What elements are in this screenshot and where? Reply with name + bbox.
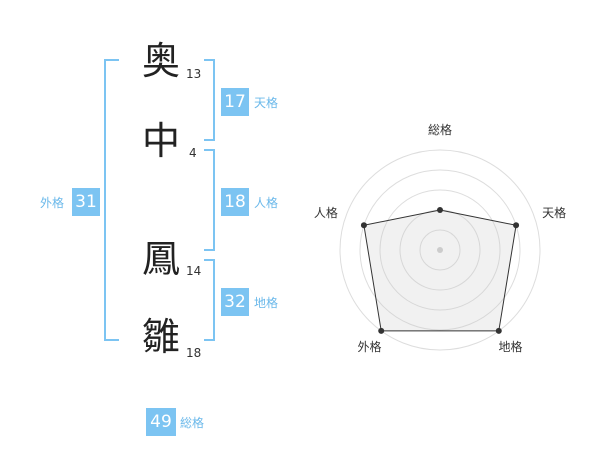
name-char-3: 鳳 bbox=[142, 237, 181, 281]
radar-point-2 bbox=[495, 327, 502, 334]
stroke-count-2: 4 bbox=[189, 146, 197, 160]
tenkaku-label: 天格 bbox=[254, 96, 279, 110]
radar-axis-label-2: 地格 bbox=[499, 339, 523, 354]
chikaku-value: 32 bbox=[221, 288, 249, 316]
radar-axis-label-0: 総格 bbox=[428, 122, 452, 137]
name-char-4: 雛 bbox=[142, 315, 181, 359]
name-char-1: 奥 bbox=[142, 39, 181, 83]
jinkaku-value: 18 bbox=[221, 188, 249, 216]
radar-point-1 bbox=[513, 222, 520, 229]
stroke-count-1: 13 bbox=[186, 67, 202, 81]
chikaku-bracket bbox=[204, 259, 215, 341]
radar-point-3 bbox=[378, 327, 385, 334]
name-char-2: 中 bbox=[142, 119, 181, 163]
soukaku-value: 49 bbox=[146, 408, 176, 436]
gaikaku-value: 31 bbox=[72, 188, 100, 216]
radar-data-polygon bbox=[363, 209, 517, 332]
stroke-count-3: 14 bbox=[186, 264, 202, 278]
stroke-count-4: 18 bbox=[186, 346, 202, 360]
jinkaku-label: 人格 bbox=[254, 196, 279, 210]
radar-axis-label-3: 外格 bbox=[357, 339, 381, 354]
radar-point-4 bbox=[360, 222, 367, 229]
outer-bracket bbox=[104, 59, 119, 341]
radar-axis-label-1: 天格 bbox=[542, 205, 566, 220]
jinkaku-bracket bbox=[204, 149, 215, 251]
radar-ring-1 bbox=[419, 229, 461, 271]
tenkaku-bracket bbox=[204, 59, 215, 141]
radar-axis-label-4: 人格 bbox=[314, 205, 338, 220]
soukaku-label: 総格 bbox=[180, 416, 205, 430]
radar-center bbox=[437, 247, 443, 253]
chikaku-label: 地格 bbox=[254, 296, 279, 310]
radar-point-0 bbox=[437, 207, 443, 213]
radar-ring-3 bbox=[379, 189, 501, 311]
gaikaku-label: 外格 bbox=[40, 196, 65, 210]
tenkaku-value: 17 bbox=[221, 88, 249, 116]
radar-ring-4 bbox=[359, 169, 521, 331]
